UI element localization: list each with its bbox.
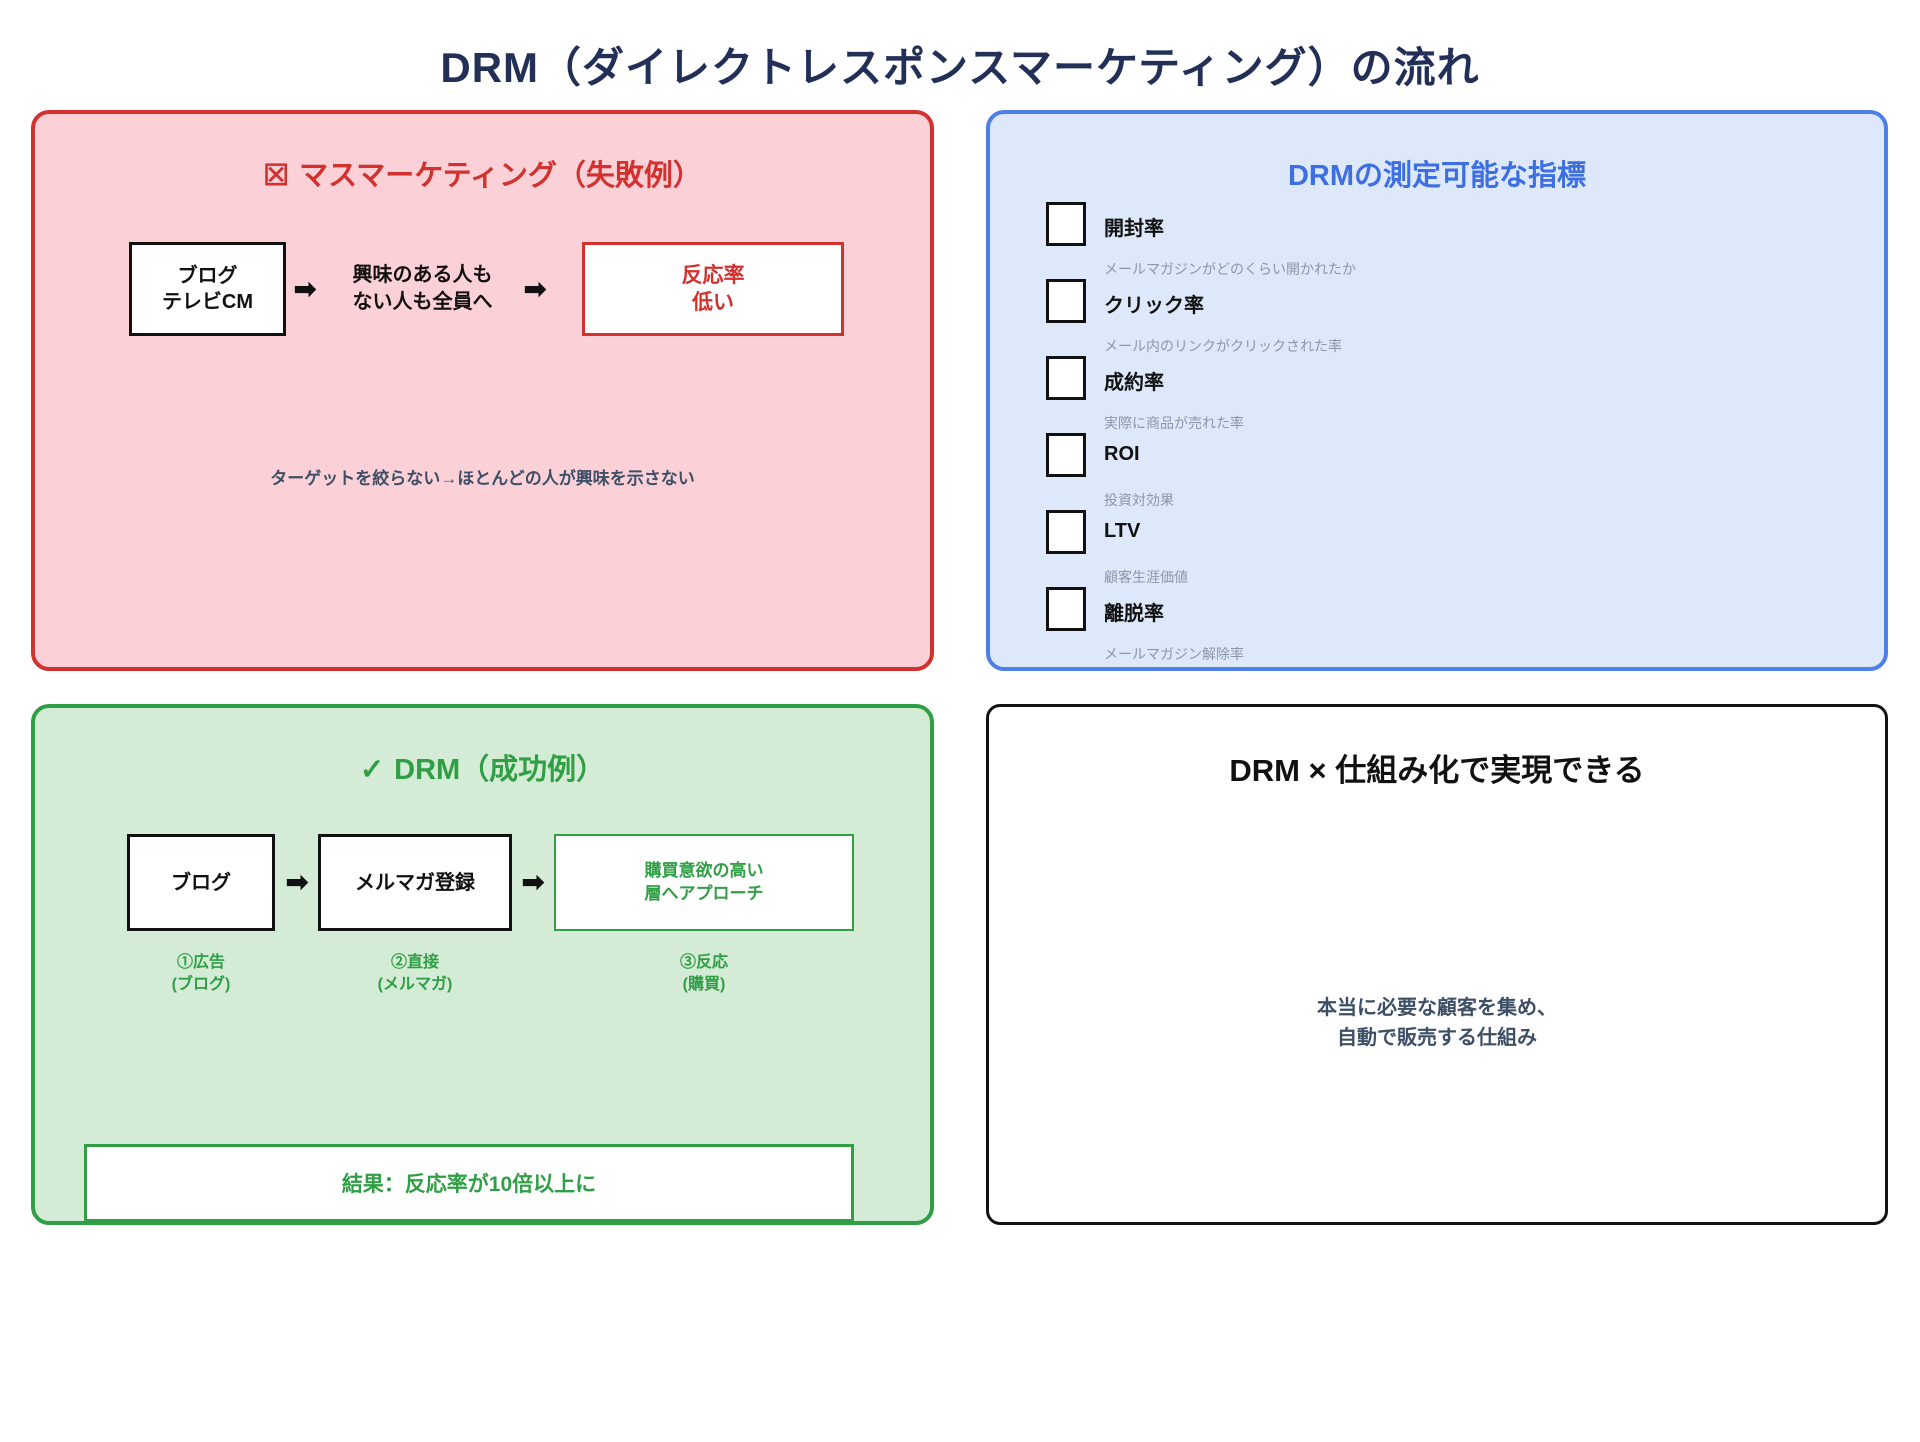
systemization-body: 本当に必要な顧客を集め、 自動で販売する仕組み [1317, 997, 1557, 1049]
checkbox-icon[interactable] [1046, 356, 1086, 400]
arrow-right-icon: ➡ [523, 273, 547, 304]
crossed-box-icon: ☒ [263, 160, 290, 192]
metric-item-click-rate: クリック率 メール内のリンクがクリックされた率 [990, 279, 1884, 356]
panel-systemization: DRM × 仕組み化で実現できる 本当に必要な顧客を集め、 自動で販売する仕組み [986, 704, 1888, 1225]
flow-box-blog-tvcm: ブログ テレビCM [129, 242, 286, 336]
metric-description: 実際に商品が売れた率 [1104, 415, 1244, 431]
result-bar: 結果：反応率が10倍以上に [84, 1144, 854, 1222]
drm-success-title: DRM（成功例） [394, 754, 606, 786]
drm-success-heading: ✓ DRM（成功例） [35, 746, 930, 788]
metric-label: クリック率 [1104, 295, 1204, 317]
checkbox-icon[interactable] [1046, 202, 1086, 246]
metric-label: ROI [1104, 443, 1140, 465]
mass-marketing-note: ターゲットを絞らない→ほとんどの人が興味を示さない [270, 469, 695, 488]
step-label-ad: ①広告 (ブログ) [171, 954, 231, 994]
metric-label: LTV [1104, 520, 1141, 542]
metric-description: メールマガジン解除率 [1104, 646, 1244, 662]
arrow-right-icon: ➡ [285, 867, 309, 897]
metric-item-open-rate: 開封率 メールマガジンがどのくらい開かれたか [990, 202, 1884, 279]
flow-box-high-intent: 購買意欲の高い 層へアプローチ [554, 834, 854, 931]
mass-marketing-title: マスマーケティング（失敗例） [299, 160, 702, 192]
mass-marketing-heading: ☒ マスマーケティング（失敗例） [35, 152, 930, 194]
checkbox-icon[interactable] [1046, 433, 1086, 477]
metric-item-churn-rate: 離脱率 メールマガジン解除率 [990, 587, 1884, 664]
systemization-title: DRM × 仕組み化で実現できる [1229, 753, 1645, 788]
flow-box-mailmag: メルマガ登録 [318, 834, 512, 931]
page-title: DRM（ダイレクトレスポンスマーケティング）の流れ [440, 44, 1480, 91]
metric-list: 開封率 メールマガジンがどのくらい開かれたか クリック率 メール内のリンクがクリ… [990, 202, 1884, 664]
panel-drm-success: ✓ DRM（成功例） ブログ ➡ メルマガ登録 ➡ 購買意欲の高い 層へアプローチ… [31, 704, 934, 1225]
metric-label: 離脱率 [1104, 603, 1164, 625]
flow-text-audience: 興味のある人も ない人も全員へ [352, 264, 493, 313]
checkbox-icon[interactable] [1046, 510, 1086, 554]
step-label-response: ③反応 (購買) [679, 954, 728, 994]
arrow-right-icon: ➡ [521, 867, 545, 897]
flow-box-low-response: 反応率 低い [582, 242, 844, 336]
metric-label: 開封率 [1104, 218, 1164, 240]
panel-mass-marketing: ☒ マスマーケティング（失敗例） ブログ テレビCM ➡ 興味のある人も ない人も… [31, 110, 934, 671]
metric-description: 投資対効果 [1104, 492, 1174, 508]
check-icon: ✓ [359, 754, 385, 786]
metric-item-ltv: LTV 顧客生涯価値 [990, 510, 1884, 587]
metric-description: メールマガジンがどのくらい開かれたか [1104, 261, 1356, 277]
metric-item-roi: ROI 投資対効果 [990, 433, 1884, 510]
step-label-direct: ②直接 (メルマガ) [377, 954, 453, 994]
checkbox-icon[interactable] [1046, 587, 1086, 631]
arrow-right-icon: ➡ [293, 273, 317, 304]
metrics-title: DRMの測定可能な指標 [1287, 160, 1587, 192]
metric-label: 成約率 [1104, 372, 1164, 394]
checkbox-icon[interactable] [1046, 279, 1086, 323]
flow-box-blog: ブログ [127, 834, 275, 931]
metric-item-conversion-rate: 成約率 実際に商品が売れた率 [990, 356, 1884, 433]
metric-description: メール内のリンクがクリックされた率 [1104, 338, 1342, 354]
panel-metrics: DRMの測定可能な指標 開封率 メールマガジンがどのくらい開かれたか クリック率… [986, 110, 1888, 671]
metric-description: 顧客生涯価値 [1104, 569, 1188, 585]
